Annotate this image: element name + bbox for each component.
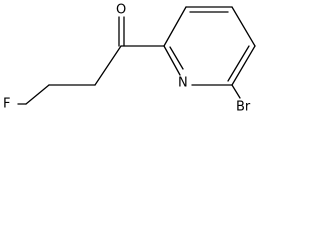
bromine-label: Br [236, 100, 251, 115]
ring-bond-c4-c5 [231, 6, 256, 47]
nitrogen-label: N [178, 76, 188, 91]
ring-bond-c5-c6 [231, 45, 256, 86]
ring-bond-c5-c6-inner [227, 45, 250, 82]
bond-c6-bromine [231, 84, 241, 99]
ring-bond-n-c2-inner [169, 46, 184, 70]
oxygen-label: O [116, 3, 126, 18]
bond-chain-1 [94, 45, 122, 86]
ring-bond-c2-c3 [163, 6, 187, 47]
chemical-structure: O N F Br [3, 3, 256, 115]
ring-bond-n-c2 [163, 45, 181, 76]
bond-chain-3 [25, 84, 50, 105]
fluorine-label: F [3, 97, 10, 112]
